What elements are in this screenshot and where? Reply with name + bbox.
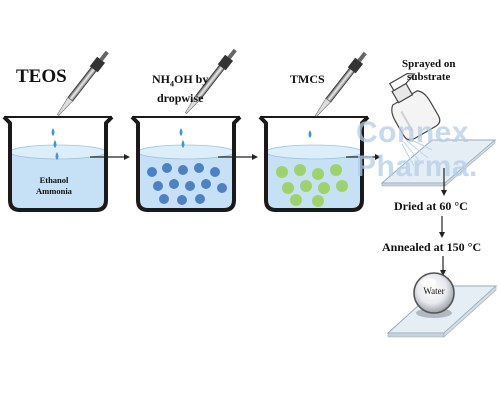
label-nh4oh-line2: dropwise <box>156 91 204 106</box>
green-particle <box>312 195 324 207</box>
blue-particle <box>195 194 205 204</box>
liquid <box>10 152 106 210</box>
arrow-down-3 <box>440 256 446 276</box>
drops-tmcs <box>308 130 312 138</box>
blue-particle <box>178 165 188 175</box>
green-particle <box>312 168 324 180</box>
substrate-slide <box>380 139 497 187</box>
label-sprayed-line2: substrate <box>407 71 451 83</box>
label-tmcs: TMCS <box>290 72 325 86</box>
green-particle <box>290 194 302 206</box>
blue-particle <box>185 181 195 191</box>
label-sprayed: Sprayed on substrate <box>402 58 456 84</box>
arrow-down-2 <box>439 216 445 238</box>
arrow-1 <box>90 154 130 160</box>
blue-particle <box>194 163 204 173</box>
pipette-tmcs <box>314 51 367 117</box>
drops-teos <box>51 128 59 160</box>
watermark-line-2: Pharma. <box>356 150 478 183</box>
blue-particle <box>210 167 220 177</box>
blue-particle <box>162 163 172 173</box>
pipette-teos <box>56 50 109 116</box>
arrow-3 <box>346 154 381 160</box>
beaker-outline <box>2 115 114 212</box>
blue-particle <box>159 194 169 204</box>
green-particle <box>294 164 306 176</box>
label-ammonia: Ammonia <box>36 186 72 196</box>
beaker-nh4oh <box>130 115 242 212</box>
water-droplet <box>413 272 455 318</box>
label-nh4oh-part2: OH by <box>174 72 209 86</box>
beaker-ethanol-ammonia <box>2 115 114 212</box>
label-ethanol: Ethanol <box>39 175 69 185</box>
label-dried: Dried at 60 °C <box>394 199 468 213</box>
green-particle <box>336 180 348 192</box>
beaker-tmcs <box>258 115 370 212</box>
label-annealed: Annealed at 150 °C <box>382 240 482 254</box>
arrow-2 <box>218 154 258 160</box>
label-sprayed-line1: Sprayed on <box>402 58 456 70</box>
spray-mist <box>401 137 433 167</box>
blue-particles <box>147 163 227 205</box>
drops-nh4oh <box>179 128 185 148</box>
label-teos: TEOS <box>16 66 67 87</box>
blue-particle <box>169 179 179 189</box>
green-particle <box>300 180 312 192</box>
blue-particle <box>153 181 163 191</box>
watermark-line-1: Connex <box>356 116 470 149</box>
blue-particle <box>177 195 187 205</box>
green-particles <box>276 164 348 207</box>
blue-particle <box>147 167 157 177</box>
label-nh4oh: NH4OH by dropwise <box>152 72 208 106</box>
label-ethanol-ammonia: Ethanol Ammonia <box>24 175 84 197</box>
pipette-nh4oh <box>184 48 237 114</box>
label-water: Water <box>423 286 445 296</box>
blue-particle <box>217 183 227 193</box>
label-nh4oh-subscript: 4 <box>170 79 174 89</box>
label-nh4oh-part1: NH <box>152 72 170 86</box>
green-particle <box>318 182 330 194</box>
green-particle <box>282 182 294 194</box>
spray-bottle <box>388 72 441 141</box>
arrow-down-1 <box>441 168 447 196</box>
green-particle <box>330 164 342 176</box>
green-particle <box>276 166 288 178</box>
blue-particle <box>201 179 211 189</box>
